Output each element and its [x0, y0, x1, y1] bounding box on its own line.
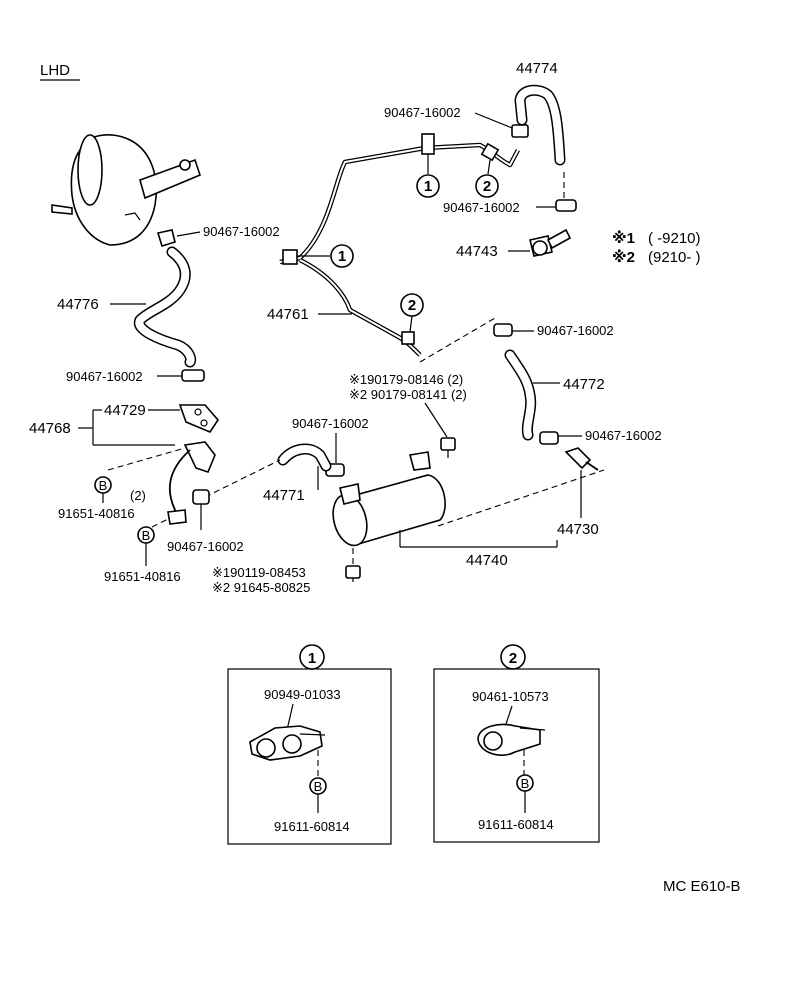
clip-90949 — [249, 725, 326, 761]
dash-44771-to-clamp — [204, 459, 281, 498]
clamp-bracket — [192, 489, 210, 505]
label-s2-90179: ※2 90179-08141 (2) — [349, 387, 467, 402]
label-90467-16002-booster: 90467-16002 — [203, 224, 280, 239]
leader-90467-top — [474, 112, 513, 129]
pipe-clip-upper — [421, 133, 435, 155]
label-90949-01033: 90949-01033 — [264, 687, 341, 702]
legend-row2-mark: ※2 — [612, 248, 635, 266]
pipe-clip-lower — [401, 331, 415, 345]
dash-valve-to-tank — [437, 469, 605, 527]
hose-44776 — [134, 246, 197, 368]
detail-2-number: 2 — [509, 650, 517, 667]
clamp-booster-lower — [181, 369, 205, 382]
bolt-b-lower-text: B — [142, 528, 151, 543]
hose-44771 — [277, 443, 332, 472]
header-lhd: LHD — [40, 62, 70, 79]
callout-2-upper-text: 2 — [483, 178, 491, 195]
label-90467-16002-lower-left: 90467-16002 — [66, 369, 143, 384]
clip-90461 — [477, 723, 546, 756]
dash-pipe-to-clamp — [419, 317, 496, 363]
label-90467-16002-lower: 90467-16002 — [167, 539, 244, 554]
label-91651-40816-b: 91651-40816 — [104, 569, 181, 584]
legend-row1-mark: ※1 — [612, 229, 635, 247]
dash-b2-to-bracket — [151, 517, 171, 528]
bolt-b-detail1-text: B — [314, 779, 323, 794]
footer-diagram-code: MC E610-B — [663, 878, 741, 895]
pipe-44761 — [279, 142, 520, 357]
clamp-44774-top — [511, 124, 529, 138]
bolt-b-detail2-text: B — [521, 776, 530, 791]
bracket-44768 — [167, 441, 216, 525]
label-91651-40816-a: 91651-40816 — [58, 506, 135, 521]
label-91611-60814-b: 91611-60814 — [478, 817, 554, 832]
dash-b1-to-bracket — [107, 447, 186, 471]
callout-circle-2-upper: 2 — [475, 159, 499, 198]
bolt-b-upper-text: B — [99, 478, 108, 493]
label-44774: 44774 — [516, 60, 558, 77]
label-44772: 44772 — [563, 376, 605, 393]
bracket-44729 — [178, 404, 220, 433]
label-90467-16002-center: 90467-16002 — [292, 416, 369, 431]
detail-1: 1 90949-01033 B 91611-60814 — [227, 644, 392, 845]
label-44768: 44768 — [29, 420, 71, 437]
callout-1-upper-text: 1 — [424, 178, 432, 195]
label-44776: 44776 — [57, 296, 99, 313]
detail-1-number: 1 — [308, 650, 316, 667]
leader-90179 — [424, 402, 448, 438]
pipe-clip-right — [480, 142, 500, 162]
label-90467-16002-top: 90467-16002 — [384, 105, 461, 120]
valve-44730 — [564, 447, 599, 471]
legend-row2-range: (9210- ) — [648, 249, 701, 266]
bolt-90179 — [440, 437, 456, 458]
clamp-booster-upper — [156, 229, 176, 247]
hose-44772 — [504, 349, 537, 441]
bolt-b-upper: B — [94, 476, 112, 494]
label-44771: 44771 — [263, 487, 305, 504]
leader-90467-booster — [176, 231, 201, 237]
bolt-tank-bottom — [345, 565, 361, 582]
hose-44774 — [514, 84, 566, 166]
clamp-44772-bottom — [539, 431, 559, 445]
vacuum-booster-illustration — [51, 134, 201, 246]
bolt-b-lower: B — [137, 526, 155, 544]
label-44730: 44730 — [557, 521, 599, 538]
label-qty-2: (2) — [130, 488, 146, 503]
label-44729: 44729 — [104, 402, 146, 419]
legend-row1-range: ( -9210) — [648, 230, 701, 247]
pipe-clip-left — [282, 249, 298, 265]
label-44743: 44743 — [456, 243, 498, 260]
detail-2: 2 90461-10573 B 91611-60814 — [433, 644, 600, 843]
callout-1-left-text: 1 — [338, 248, 346, 265]
label-90467-16002-right2: 90467-16002 — [585, 428, 662, 443]
callout-2-lower-text: 2 — [408, 297, 416, 314]
label-90467-16002-mid: 90467-16002 — [443, 200, 520, 215]
label-91611-60814-a: 91611-60814 — [274, 819, 350, 834]
callout-circle-2-lower: 2 — [400, 293, 424, 333]
label-s2-91645: ※2 91645-80825 — [212, 580, 310, 595]
label-90461-10573: 90461-10573 — [472, 689, 549, 704]
label-90467-16002-right1: 90467-16002 — [537, 323, 614, 338]
clamp-44772-top — [493, 323, 513, 337]
label-44740: 44740 — [466, 552, 508, 569]
callout-circle-1-left: 1 — [297, 244, 354, 268]
callout-circle-1-upper: 1 — [416, 154, 440, 198]
legend-block: ※1 ( -9210) ※2 (9210- ) — [612, 229, 701, 266]
label-44761: 44761 — [267, 306, 309, 323]
label-s1-90179: ※190179-08146 (2) — [349, 372, 463, 387]
clamp-44774-bottom — [555, 199, 577, 212]
label-s1-90119: ※190119-08453 — [212, 565, 306, 580]
check-valve-44743 — [529, 228, 572, 257]
vacuum-tank-44740 — [332, 451, 446, 547]
